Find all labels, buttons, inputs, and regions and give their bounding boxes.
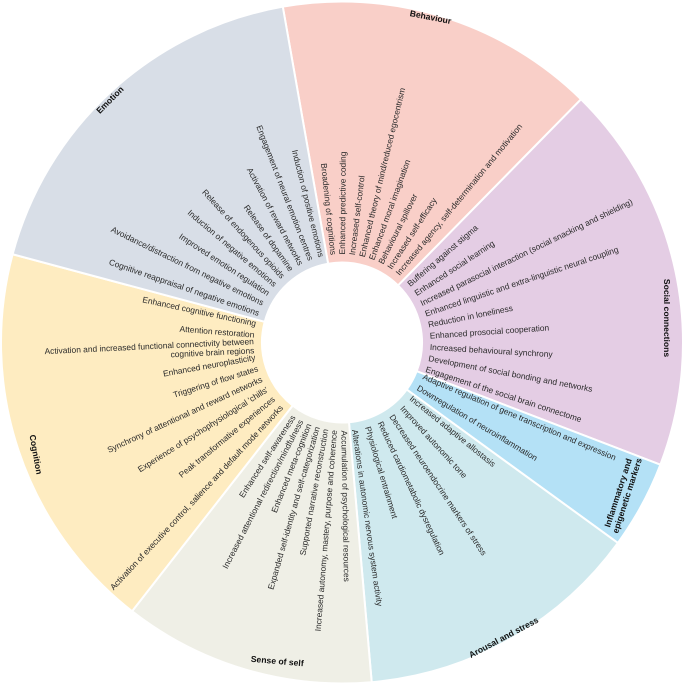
sector-emotion: Cognitive reappraisal of negative emotio…: [11, 5, 330, 324]
sector-title: Social connections: [662, 279, 672, 358]
sector-title: Sense of self: [250, 654, 304, 669]
outcome-item: Enhanced predictive coding: [337, 151, 348, 254]
outcome-item: Accumulation of psychological resources: [339, 430, 352, 581]
center-hole: [262, 262, 422, 423]
